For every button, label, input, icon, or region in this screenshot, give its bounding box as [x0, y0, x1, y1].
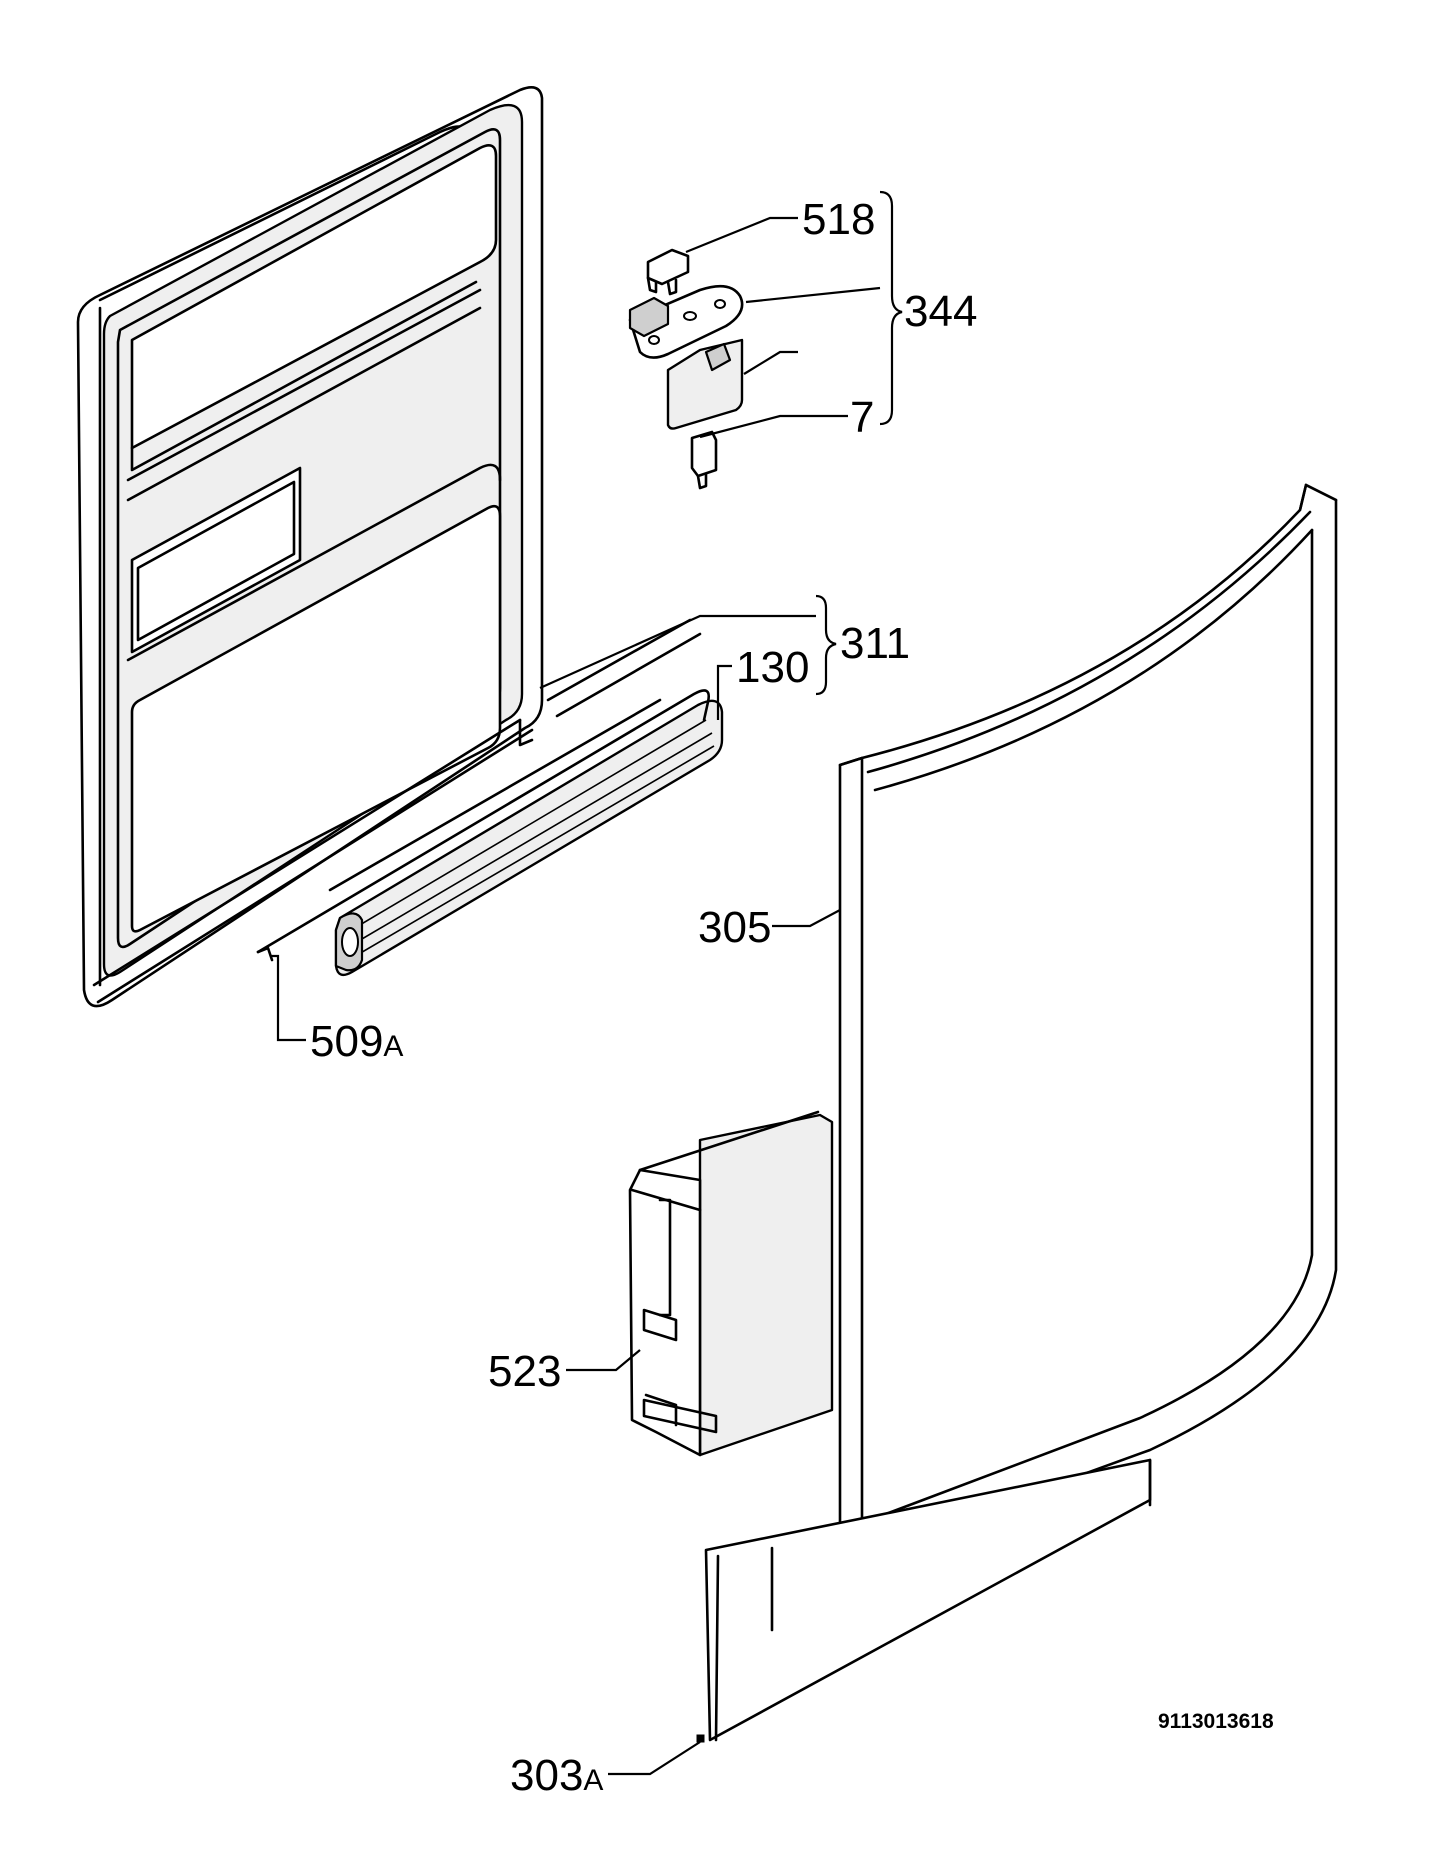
outer-door-panel-305: [838, 483, 1338, 1553]
door-seal-311: [256, 618, 724, 977]
label-303A: 303A: [510, 1751, 603, 1800]
part-labels: 518 344 7 311 130 305 509A 523 303A 9113…: [310, 195, 1274, 1800]
label-518: 518: [802, 195, 875, 244]
label-311: 311: [840, 619, 910, 668]
label-7: 7: [850, 393, 874, 442]
door-lock-344: [628, 248, 744, 490]
control-module-523: [628, 1110, 834, 1457]
drawing-code: 9113013618: [1158, 1710, 1274, 1733]
inner-door-panel: [76, 86, 544, 1008]
label-509A: 509A: [310, 1017, 403, 1066]
label-523: 523: [488, 1347, 561, 1396]
label-305: 305: [698, 903, 771, 952]
label-344: 344: [904, 287, 977, 336]
leader-lines: [270, 190, 903, 1776]
plinth-panel-303A: [696, 1458, 1152, 1743]
label-130: 130: [736, 643, 809, 692]
